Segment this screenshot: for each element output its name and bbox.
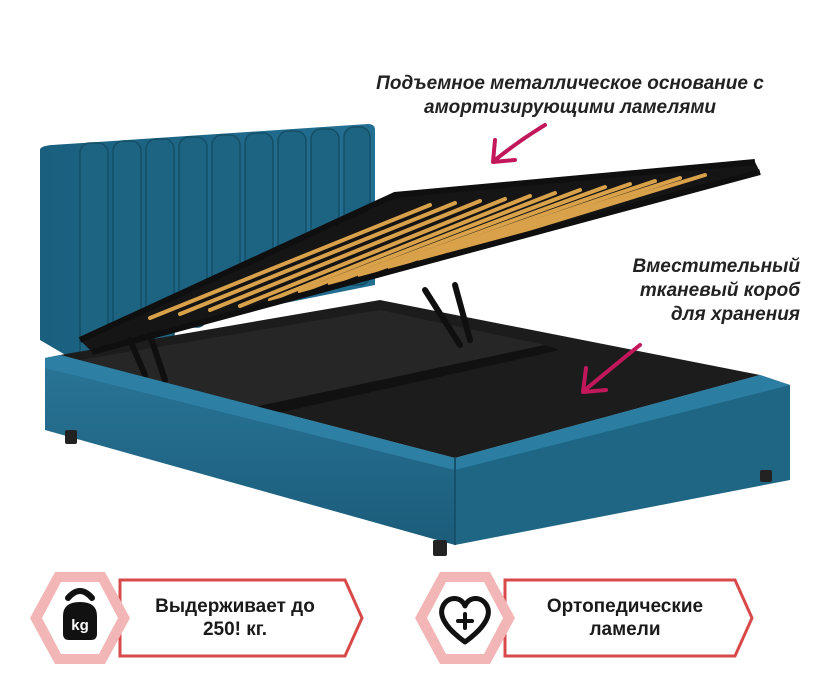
storage-box — [60, 300, 760, 458]
pointer-arrow-icon — [491, 123, 547, 164]
bed-feet — [65, 430, 772, 556]
callout-line: Подъемное металлическое основание с — [376, 73, 764, 94]
gas-lifts — [127, 282, 473, 383]
orthopedic-slats-text: Ортопедические ламели — [515, 595, 735, 641]
badge-line: 250! кг. — [202, 619, 268, 640]
lift-base-callout: Подъемное металлическое основание с амор… — [330, 72, 810, 120]
kettlebell-label: kg — [71, 617, 89, 634]
pointer-arrow-icon — [581, 343, 642, 394]
callout-line: Вместительный — [632, 256, 801, 277]
kettlebell-icon: kg — [63, 588, 97, 640]
storage-box-callout: Вместительный тканевый короб для хранени… — [560, 255, 801, 327]
badge-line: Ортопедические — [546, 596, 704, 617]
headboard-channels — [79, 126, 371, 364]
lift-base — [78, 159, 761, 383]
heart-plus-icon — [439, 596, 491, 645]
callout-line: для хранения — [670, 304, 800, 325]
orthopedic-slats-badge: Ортопедические ламели — [415, 568, 755, 668]
bed-base — [45, 355, 790, 545]
weight-capacity-text: Выдерживает до 250! кг. — [135, 595, 335, 641]
callout-line: амортизирующими ламелями — [424, 97, 716, 118]
weight-capacity-badge: kg Выдерживает до 250! кг. — [30, 568, 365, 668]
badge-line: Выдерживает до — [155, 596, 315, 617]
headboard — [40, 124, 375, 380]
badge-shape: kg — [30, 572, 364, 664]
slats — [148, 173, 707, 320]
badge-line: ламели — [589, 619, 661, 640]
callout-line: тканевый короб — [639, 280, 800, 301]
badge-shape — [415, 572, 754, 664]
